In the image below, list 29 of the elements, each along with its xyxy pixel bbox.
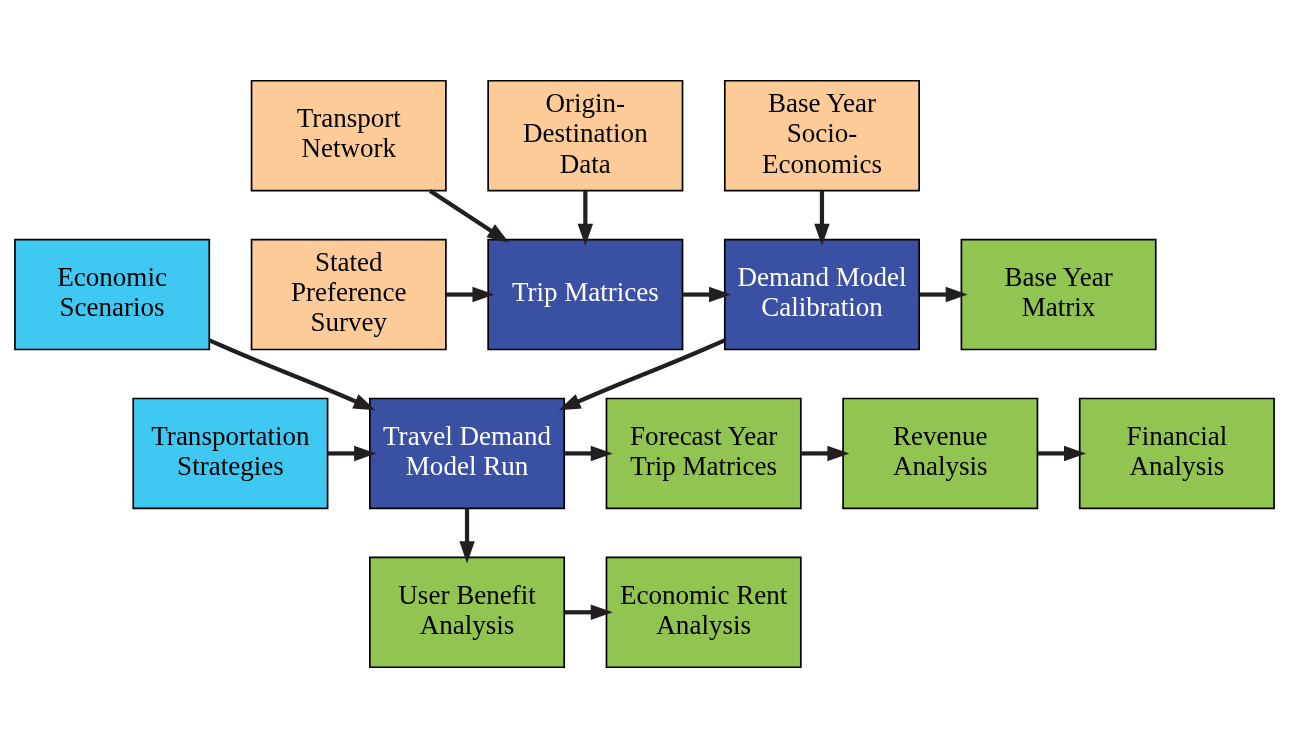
node-box: User Benefit Analysis — [369, 556, 566, 668]
node-box: Travel Demand Model Run — [369, 397, 566, 509]
arrow — [682, 286, 732, 302]
arrow — [558, 337, 726, 410]
node-box: Revenue Analysis — [842, 397, 1039, 509]
node-box: Stated Preference Survey — [250, 238, 447, 350]
node-box: Transportation Strategies — [132, 397, 329, 509]
node-box: Base Year Matrix — [960, 238, 1157, 350]
node-box: Origin-Destination Data — [487, 79, 684, 191]
node-box: Transport Network — [250, 79, 447, 191]
node-box: Base Year Socio-Economics — [723, 79, 920, 191]
node-box: Forecast Year Trip Matrices — [605, 397, 802, 509]
arrow — [1037, 445, 1087, 461]
arrow — [564, 445, 613, 461]
arrow — [564, 604, 613, 620]
arrow — [208, 337, 376, 410]
arrow — [459, 508, 475, 563]
arrow — [327, 445, 377, 461]
arrow — [429, 188, 510, 243]
node-box: Trip Matrices — [487, 238, 684, 350]
arrow — [919, 286, 968, 302]
arrow — [446, 286, 495, 302]
arrow — [801, 445, 850, 461]
node-box: Financial Analysis — [1078, 397, 1275, 509]
node-box: Economic Scenarios — [14, 238, 211, 350]
arrow — [577, 190, 594, 246]
arrow — [814, 190, 830, 246]
node-box: Economic Rent Analysis — [605, 556, 802, 668]
node-box: Demand Model Calibration — [723, 238, 920, 350]
